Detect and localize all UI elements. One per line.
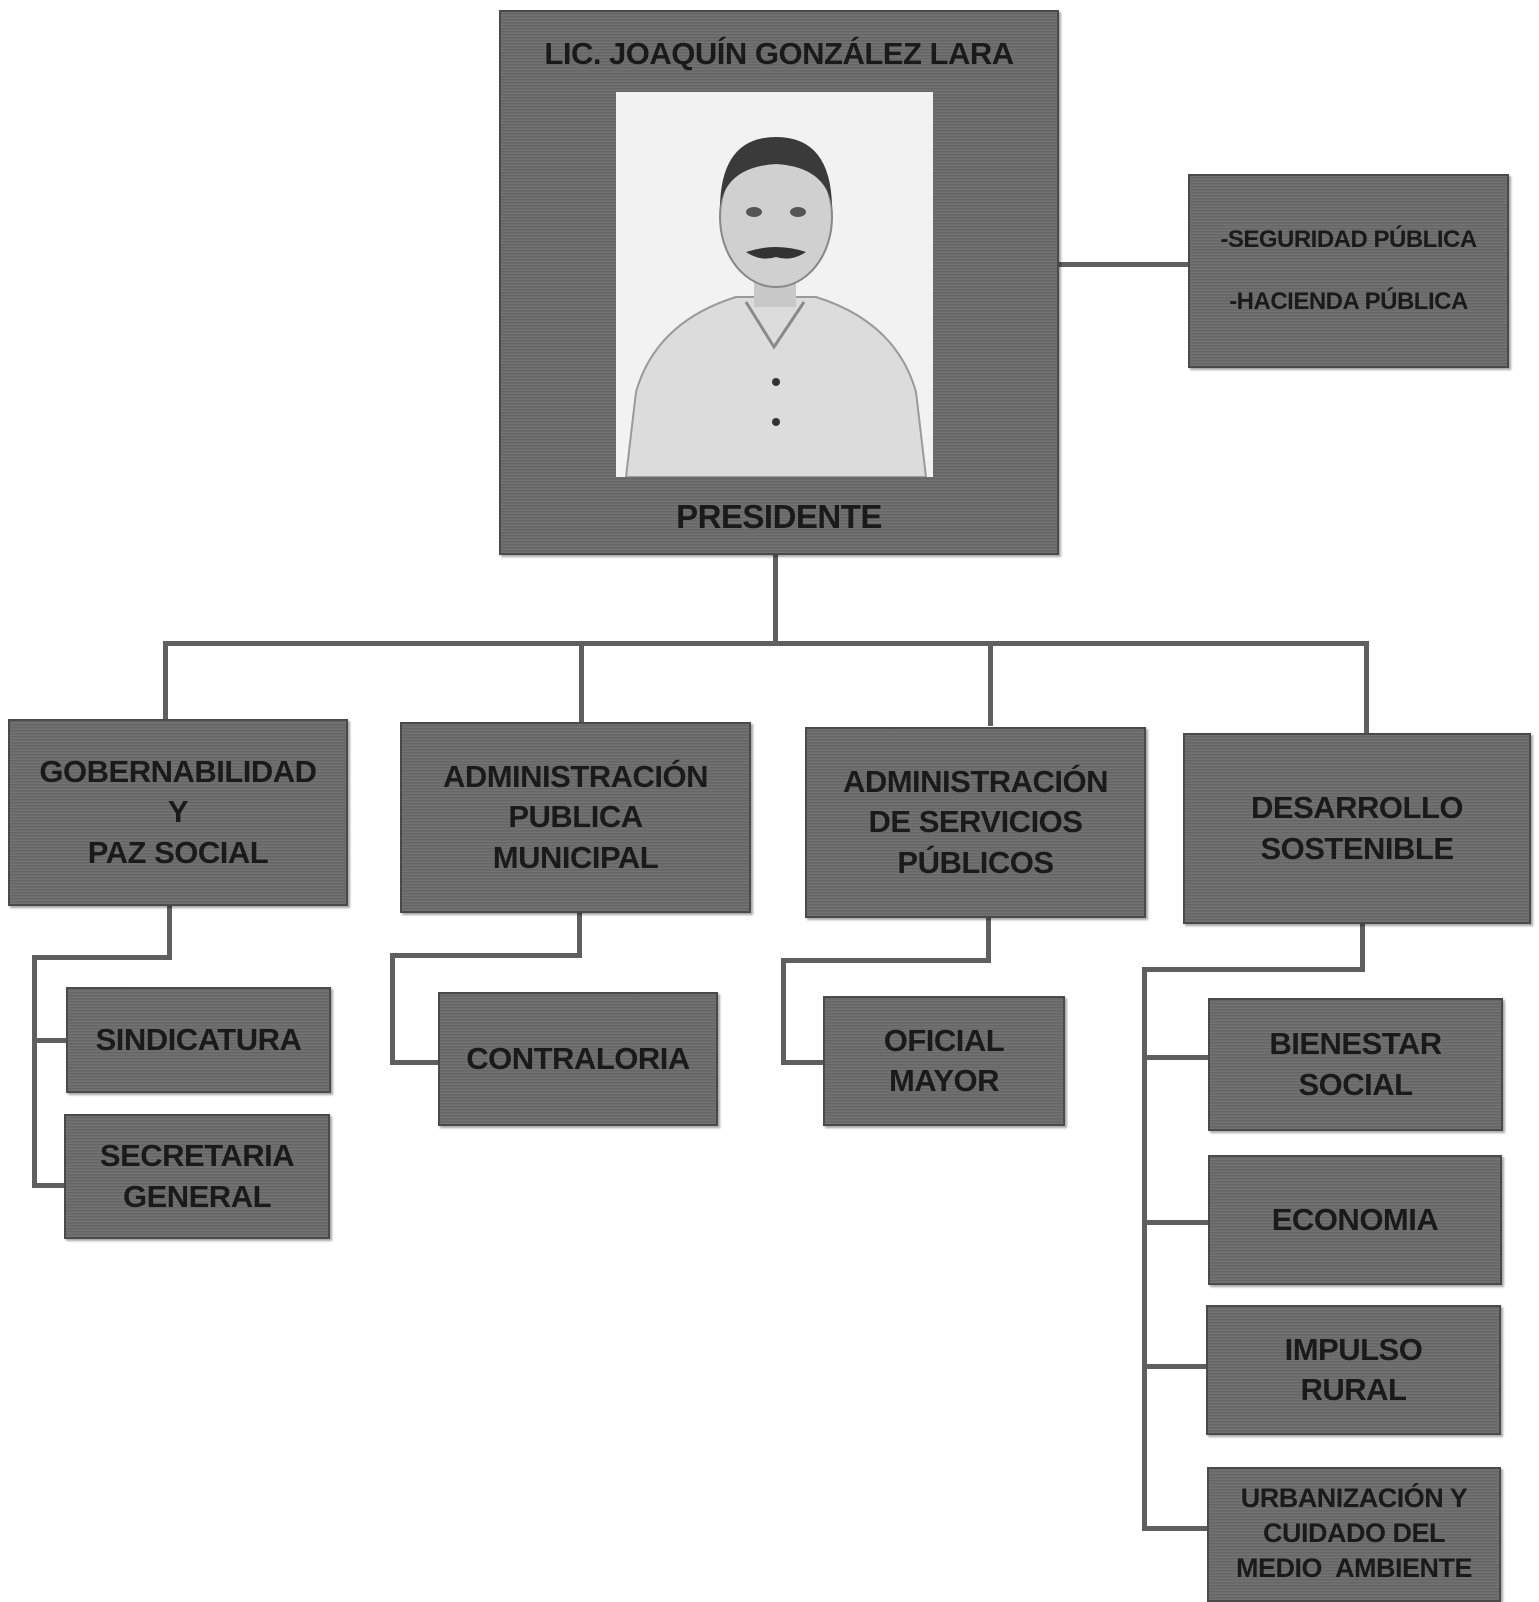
connector-col3-down [986,918,991,963]
area-line: Y [167,794,189,830]
unit-line: IMPULSO [1284,1331,1423,1367]
unit-urbanizacion: URBANIZACIÓN Y CUIDADO DEL MEDIO AMBIENT… [1207,1467,1501,1602]
area-line: PÚBLICOS [897,844,1054,880]
connector-col1-sub2 [32,1183,66,1188]
unit-bienestar-social: BIENESTAR SOCIAL [1208,998,1503,1131]
unit-line: CONTRALORIA [466,1040,690,1076]
unit-line: OFICIAL [883,1022,1005,1058]
connector-col3-sub1 [781,1060,823,1065]
connector-drop-3 [988,641,993,726]
area-servicios-publicos: ADMINISTRACIÓN DE SERVICIOS PÚBLICOS [805,727,1146,918]
unit-line: SOCIAL [1298,1066,1413,1102]
person-portrait-icon [616,92,933,478]
connector-president-advisory [1059,262,1188,267]
unit-line: SINDICATURA [95,1021,302,1057]
connector-col4-bar [1142,967,1365,972]
area-gobernabilidad: GOBERNABILIDAD Y PAZ SOCIAL [8,719,348,906]
unit-line: RURAL [1300,1372,1408,1407]
unit-line: URBANIZACIÓN Y [1240,1483,1468,1513]
area-line: GOBERNABILIDAD [39,754,317,790]
connector-col1-bar [32,955,172,960]
connector-col1-sub1 [32,1038,66,1043]
connector-drop-4 [1364,641,1369,733]
area-desarrollo-sostenible: DESARROLLO SOSTENIBLE [1183,733,1531,924]
advisory-box: -SEGURIDAD PÚBLICA -HACIENDA PÚBLICA [1188,174,1509,368]
area-line: PUBLICA [508,799,643,835]
area-line: DESARROLLO [1251,790,1464,826]
unit-secretaria-general: SECRETARIA GENERAL [64,1114,330,1239]
connector-col4-sub4 [1142,1526,1208,1531]
unit-line: MEDIO AMBIENTE [1235,1553,1473,1584]
unit-line: GENERAL [122,1178,272,1214]
unit-economia: ECONOMIA [1208,1155,1502,1285]
connector-col1-down [167,906,172,958]
connector-col4-down [1360,924,1365,972]
connector-col4-sub1 [1142,1055,1208,1060]
unit-contraloria: CONTRALORIA [438,992,718,1126]
connector-col3-bar [781,958,991,963]
unit-line: SECRETARIA [99,1138,295,1174]
advisory-item-seguridad: -SEGURIDAD PÚBLICA [1220,225,1477,253]
unit-line: BIENESTAR [1269,1026,1442,1062]
connector-drop-2 [579,641,584,726]
connector-main-bar [163,641,1369,646]
area-line: SOSTENIBLE [1260,830,1454,866]
connector-col4-sub2 [1142,1220,1208,1225]
connector-col2-bar [390,953,582,958]
president-box: LIC. JOAQUÍN GONZÁLEZ LARA PRESIDENTE [499,10,1059,555]
president-title: PRESIDENTE [676,498,882,536]
unit-line: ECONOMIA [1271,1201,1439,1237]
area-administracion-publica: ADMINISTRACIÓN PUBLICA MUNICIPAL [400,722,751,913]
connector-president-down [773,555,778,645]
unit-line: MAYOR [888,1063,1000,1098]
advisory-item-hacienda: -HACIENDA PÚBLICA [1229,288,1468,315]
connector-col1-spine [32,955,37,1187]
unit-sindicatura: SINDICATURA [66,987,331,1093]
connector-col4-sub3 [1142,1364,1208,1369]
connector-drop-1 [163,641,168,721]
area-line: PAZ SOCIAL [87,834,269,870]
connector-col2-down [577,913,582,958]
president-photo [616,92,933,478]
unit-line: CUIDADO DEL [1263,1518,1446,1549]
area-line: ADMINISTRACIÓN [842,764,1109,800]
connector-col2-sub1 [390,1060,438,1065]
unit-oficial-mayor: OFICIAL MAYOR [823,996,1065,1126]
area-line: ADMINISTRACIÓN [442,759,709,795]
area-line: MUNICIPAL [492,839,659,875]
connector-col4-spine [1142,967,1147,1531]
connector-col3-spine [781,958,786,1065]
area-line: DE SERVICIOS [868,804,1083,840]
unit-impulso-rural: IMPULSO RURAL [1206,1305,1501,1435]
connector-col2-spine [390,953,395,1065]
president-name: LIC. JOAQUÍN GONZÁLEZ LARA [544,36,1014,71]
